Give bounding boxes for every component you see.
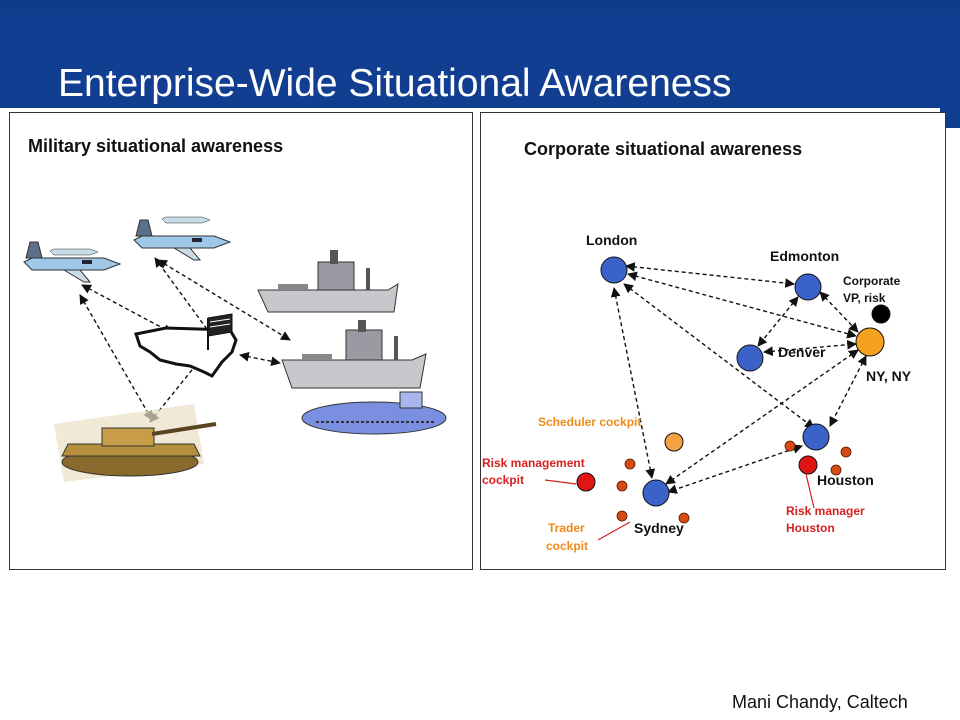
label-houston: Houston <box>817 472 874 488</box>
corporate-vp-node <box>871 304 891 324</box>
edmonton-node <box>794 273 822 301</box>
label-nyny: NY, NY <box>866 368 912 384</box>
flag-icon <box>207 313 233 350</box>
battleship-icon <box>281 320 427 389</box>
sydney-node <box>642 479 670 507</box>
risk-manager-houston-node <box>798 455 818 475</box>
jet-icon <box>23 241 122 283</box>
connector-london-edmonton <box>625 262 795 288</box>
jet-icon <box>161 216 211 224</box>
connector-houston-sydney <box>667 444 803 494</box>
battleship-icon <box>257 250 399 313</box>
nyny-hub-node <box>855 327 885 357</box>
label-trader: Trader <box>548 521 585 535</box>
sensor-dots <box>616 440 852 524</box>
label-risk-management-cockpit: cockpit <box>482 473 525 487</box>
label-trader-cockpit: cockpit <box>546 539 589 553</box>
connector-london-nyny <box>627 271 857 339</box>
footer-credit: Mani Chandy, Caltech <box>732 692 908 712</box>
label-sydney: Sydney <box>634 520 684 536</box>
connector-tank-flag <box>149 359 201 423</box>
connector-jet1-flag <box>81 284 173 334</box>
corporate-heading: Corporate situational awareness <box>524 139 803 159</box>
risk-management-node <box>576 472 596 492</box>
label-risk-manager: Risk manager <box>786 504 865 518</box>
houston-node <box>802 423 830 451</box>
usa-map-icon <box>134 326 238 378</box>
jet-icon <box>133 219 232 261</box>
connector-nyny-sydney <box>665 349 859 485</box>
connector-flag-ship <box>239 351 281 367</box>
military-connections <box>79 257 291 423</box>
connector-jet2-ship <box>157 259 291 341</box>
cockpit-links <box>544 473 815 541</box>
connector-jet2-flag <box>154 257 213 337</box>
london-node <box>600 256 628 284</box>
military-heading: Military situational awareness <box>28 136 284 156</box>
jet-icon <box>49 248 99 256</box>
label-denver: Denver <box>778 344 826 360</box>
city-nodes <box>576 256 891 507</box>
corporate-connections <box>610 262 867 494</box>
header-band <box>0 0 960 108</box>
connector-edmonton-nyny <box>819 291 859 333</box>
label-london: London <box>586 232 638 248</box>
connector-nyny-houston <box>829 355 867 427</box>
label-edmonton: Edmonton <box>770 248 840 264</box>
tank-icon <box>54 404 217 482</box>
connector-london-sydney <box>610 287 656 479</box>
slide-title: Enterprise-Wide Situational Awareness <box>58 62 732 105</box>
submarine-icon <box>301 391 447 435</box>
connector-edmonton-denver <box>757 296 799 347</box>
label-corporate: Corporate <box>843 274 901 288</box>
connector-jet1-tank <box>79 294 153 421</box>
label-risk-management: Risk management <box>482 456 585 470</box>
label-risk-manager-houston: Houston <box>786 521 835 535</box>
denver-node <box>736 344 764 372</box>
scheduler-node <box>664 432 684 452</box>
label-vp-risk: VP, risk <box>843 291 886 305</box>
label-scheduler-cockpit: Scheduler cockpit <box>538 415 642 429</box>
